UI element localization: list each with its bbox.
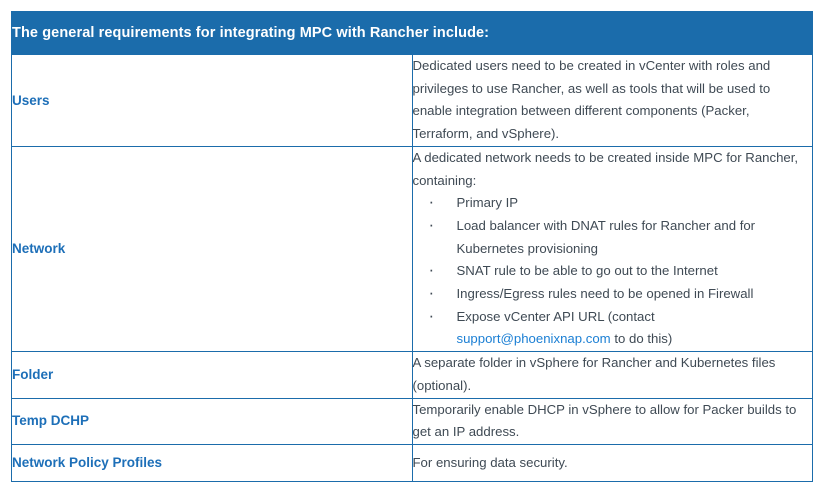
table-row: Temp DCHP Temporarily enable DHCP in vSp… [11,397,813,445]
table-row: Network A dedicated network needs to be … [11,145,813,353]
support-email-link[interactable]: support@phoenixnap.com [456,331,611,347]
table-head: The general requirements for integrating… [11,11,813,55]
list-item-text: SNAT rule to be able to go out to the In… [456,263,718,279]
list-item-text: Primary IP [456,195,519,211]
row-description: Dedicated users need to be created in vC… [412,58,771,142]
list-item-text-after: to do this) [610,331,673,347]
row-label-network: Network [11,145,413,353]
row-content-users: Dedicated users need to be created in vC… [411,54,813,147]
row-content-network-policy-profiles: For ensuring data security. [411,443,813,482]
row-content-folder: A separate folder in vSphere for Rancher… [411,351,813,399]
row-label-network-policy-profiles: Network Policy Profiles [11,443,413,482]
table-row: Network Policy Profiles For ensuring dat… [11,443,813,482]
list-item-text: Ingress/Egress rules need to be opened i… [456,286,754,302]
list-item-text: Load balancer with DNAT rules for Ranche… [456,217,756,256]
row-label-temp-dchp: Temp DCHP [11,397,413,445]
table-row: Users Dedicated users need to be created… [11,54,813,147]
network-bullet-list: Primary IP Load balancer with DNAT rules… [413,187,813,351]
list-item: SNAT rule to be able to go out to the In… [413,255,813,284]
page-canvas: The general requirements for integrating… [0,0,823,426]
table-header-row: The general requirements for integrating… [11,11,813,55]
row-content-temp-dchp: Temporarily enable DHCP in vSphere to al… [411,397,813,445]
row-description: For ensuring data security. [412,454,568,470]
table-body: Users Dedicated users need to be created… [11,54,813,482]
list-item-text: Expose vCenter API URL (contact [456,308,655,324]
row-label-users: Users [11,54,413,147]
requirements-table: The general requirements for integrating… [11,11,813,482]
row-description: Temporarily enable DHCP in vSphere to al… [412,401,797,440]
row-description: A separate folder in vSphere for Rancher… [412,355,776,393]
table-row: Folder A separate folder in vSphere for … [11,351,813,399]
list-item: Expose vCenter API URL (contact support@… [413,301,813,351]
list-item: Ingress/Egress rules need to be opened i… [413,278,813,307]
list-item: Load balancer with DNAT rules for Ranche… [413,210,813,260]
row-label-folder: Folder [11,351,413,399]
list-item: Primary IP [413,187,813,216]
table-title: The general requirements for integrating… [11,11,813,55]
row-content-network: A dedicated network needs to be created … [411,145,813,353]
row-description: A dedicated network needs to be created … [412,149,799,188]
